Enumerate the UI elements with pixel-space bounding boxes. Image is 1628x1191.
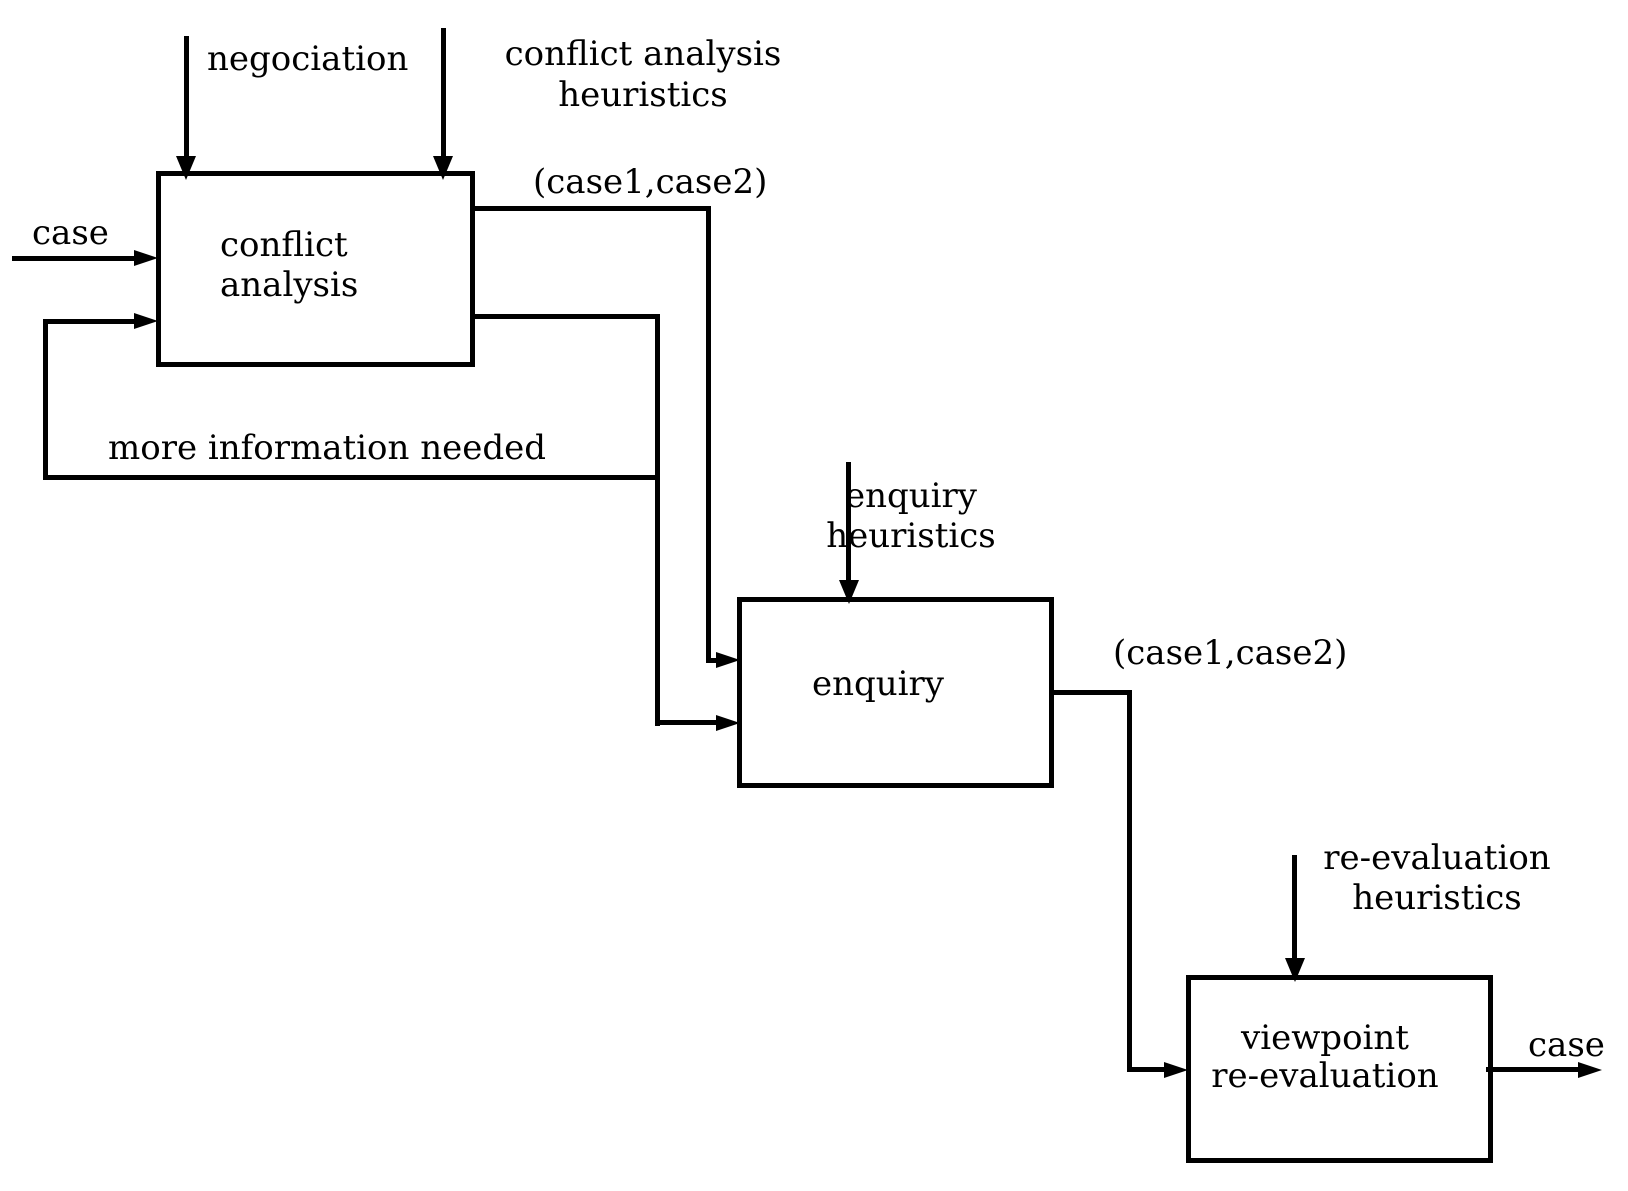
edge-feedback-line-vertical — [43, 319, 48, 480]
edge-ca-out-lower-vertical — [655, 314, 660, 726]
label-case-input: case — [32, 213, 109, 253]
edge-viewpoint-in-horizontal — [1127, 1067, 1167, 1072]
edge-case-output-line — [1486, 1067, 1580, 1072]
node-viewpoint-re-evaluation — [1186, 975, 1493, 1163]
edge-reevaluation-heuristics-line — [1292, 855, 1297, 960]
edge-enquiry-heuristics-line — [846, 462, 851, 582]
edge-feedback-arrowhead — [134, 313, 158, 329]
edge-case-input-arrowhead — [134, 250, 158, 266]
node-label-line: re-evaluation — [1211, 1056, 1439, 1096]
label-enquiry-heuristics: enquiry heuristics — [761, 476, 1061, 556]
node-viewpoint-re-evaluation-label: viewpoint re-evaluation — [1165, 1019, 1485, 1095]
label-line: heuristics — [558, 75, 728, 115]
label-re-evaluation-heuristics: re-evaluation heuristics — [1287, 838, 1587, 918]
edge-conflict-heuristics-arrowhead — [433, 156, 453, 180]
label-negociation: negociation — [207, 39, 409, 79]
label-line: heuristics — [1352, 878, 1522, 918]
label-case-pair-mid: (case1,case2) — [1113, 633, 1348, 673]
edge-viewpoint-in-arrowhead — [1164, 1062, 1188, 1078]
node-label-line: analysis — [220, 265, 359, 305]
edge-enquiry-upper-in-arrowhead — [716, 652, 740, 668]
node-label-line: conflict — [220, 225, 348, 265]
label-line: conflict analysis — [504, 34, 782, 74]
edge-enquiry-heuristics-arrowhead — [839, 580, 859, 604]
node-conflict-analysis — [156, 171, 475, 367]
edge-enquiry-out-horizontal — [1049, 690, 1132, 695]
node-enquiry — [737, 597, 1054, 788]
label-line: heuristics — [826, 516, 996, 556]
edge-conflict-heuristics-line — [441, 28, 446, 160]
label-conflict-analysis-heuristics: conflict analysis heuristics — [493, 34, 793, 116]
edge-ca-out-lower-horizontal — [472, 314, 660, 319]
label-case-pair-top: (case1,case2) — [533, 162, 768, 202]
edge-feedback-line-bottom — [43, 475, 660, 480]
edge-ca-out-upper-horizontal — [472, 206, 711, 211]
edge-case-input-line — [12, 256, 136, 261]
label-more-information-needed: more information needed — [108, 428, 546, 468]
label-case-output: case — [1528, 1025, 1605, 1065]
edge-enquiry-lower-in-horizontal — [655, 720, 717, 725]
edge-enquiry-out-vertical — [1127, 690, 1132, 1072]
edge-reevaluation-heuristics-arrowhead — [1285, 958, 1305, 982]
node-enquiry-label: enquiry — [812, 664, 944, 704]
edge-ca-out-upper-vertical — [706, 206, 711, 663]
edge-enquiry-upper-in-horizontal — [706, 658, 720, 663]
edge-enquiry-lower-in-arrowhead — [716, 715, 740, 731]
node-conflict-analysis-label: conflict analysis — [220, 225, 358, 305]
edge-negociation-line — [184, 36, 189, 160]
edge-feedback-line-into-box — [43, 319, 136, 324]
label-line: re-evaluation — [1323, 838, 1551, 878]
node-label-line: enquiry — [812, 664, 945, 704]
edge-case-output-arrowhead — [1578, 1062, 1602, 1078]
node-label-line: viewpoint — [1241, 1018, 1409, 1058]
label-line: enquiry — [844, 476, 977, 516]
edge-negociation-arrowhead — [176, 156, 196, 180]
